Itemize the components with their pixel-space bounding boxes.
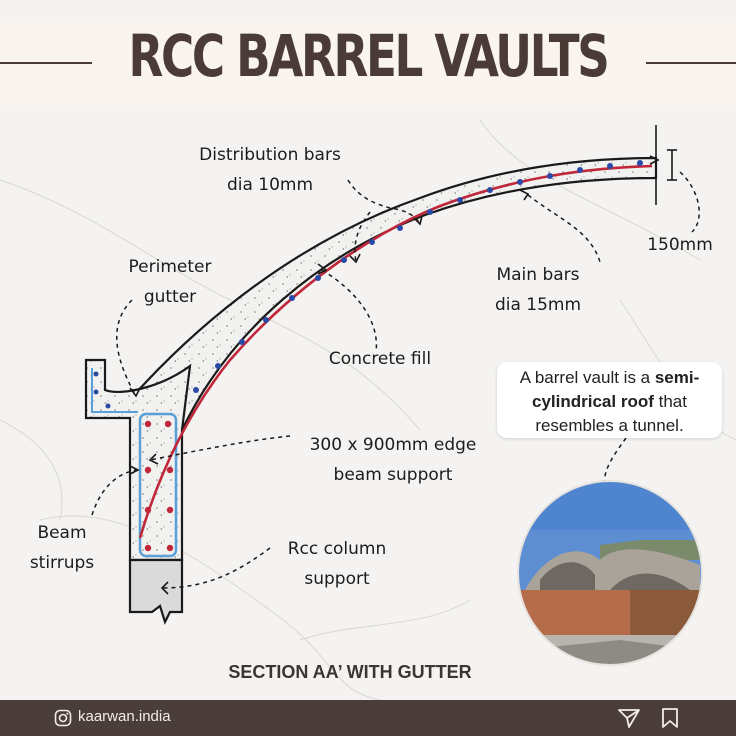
page-title: RCC BARREL VAULTS [128, 22, 610, 90]
callout-bold-2: cylindrical roof [532, 392, 654, 411]
footer-handle[interactable]: kaarwan.india [78, 708, 171, 725]
marble-veins [0, 119, 736, 701]
leader-arrowheads [129, 189, 530, 595]
label-edge-beam-line1: 300 x 900mm edge [309, 435, 477, 455]
column [128, 558, 184, 625]
label-thickness: 150mm [647, 235, 713, 255]
label-edge-beam: 300 x 900mm edge beam support [288, 430, 498, 490]
label-column-line2: support [304, 569, 370, 589]
thickness-dimension [649, 125, 677, 205]
gutter-stirrup [91, 368, 138, 413]
share-icon[interactable] [617, 707, 641, 729]
definition-callout: A barrel vault is a semi- cylindrical ro… [497, 362, 722, 438]
section-title: SECTION AA’ WITH GUTTER [228, 662, 472, 682]
label-distribution-bars-line2: dia 10mm [226, 175, 314, 195]
label-concrete-fill: Concrete fill [328, 349, 432, 369]
label-beam-stirrups: Beam stirrups [12, 518, 112, 578]
beam-bars [144, 420, 174, 552]
label-distribution-bars-line1: Distribution bars [199, 145, 341, 165]
label-beam-line1: Beam [37, 523, 87, 543]
leader-lines [91, 171, 700, 589]
label-column-line1: Rcc column [287, 539, 387, 559]
label-beam-line2: stirrups [29, 553, 95, 573]
photo-frame [517, 480, 703, 666]
footer-bar: kaarwan.india [0, 700, 736, 736]
label-main-bars-line1: Main bars [496, 265, 580, 285]
label-perimeter-line2: gutter [143, 287, 197, 307]
callout-line1: A barrel vault is a semi- [497, 366, 722, 390]
label-main-bars: Main bars dia 15mm [468, 260, 608, 320]
label-edge-beam-line2: beam support [333, 465, 453, 485]
callout-bold-1: semi- [654, 368, 700, 387]
callout-line2: cylindrical roof that [497, 390, 722, 414]
title-rule-right [646, 62, 736, 64]
distribution-bars [93, 160, 643, 409]
callout-text-1: A barrel vault is a [519, 368, 655, 387]
title-rule-left [0, 62, 92, 64]
label-distribution-bars: Distribution bars dia 10mm [180, 140, 360, 200]
label-column: Rcc column support [262, 534, 412, 594]
title-band [0, 18, 736, 106]
instagram-icon[interactable] [54, 709, 72, 727]
label-perimeter-gutter: Perimeter gutter [110, 252, 230, 312]
label-main-bars-line2: dia 15mm [494, 295, 582, 315]
label-perimeter-line1: Perimeter [128, 257, 212, 277]
bookmark-icon[interactable] [660, 707, 680, 729]
callout-text-2: that [653, 392, 687, 411]
beam-stirrup [138, 412, 178, 558]
callout-line3: resembles a tunnel. [535, 416, 684, 435]
